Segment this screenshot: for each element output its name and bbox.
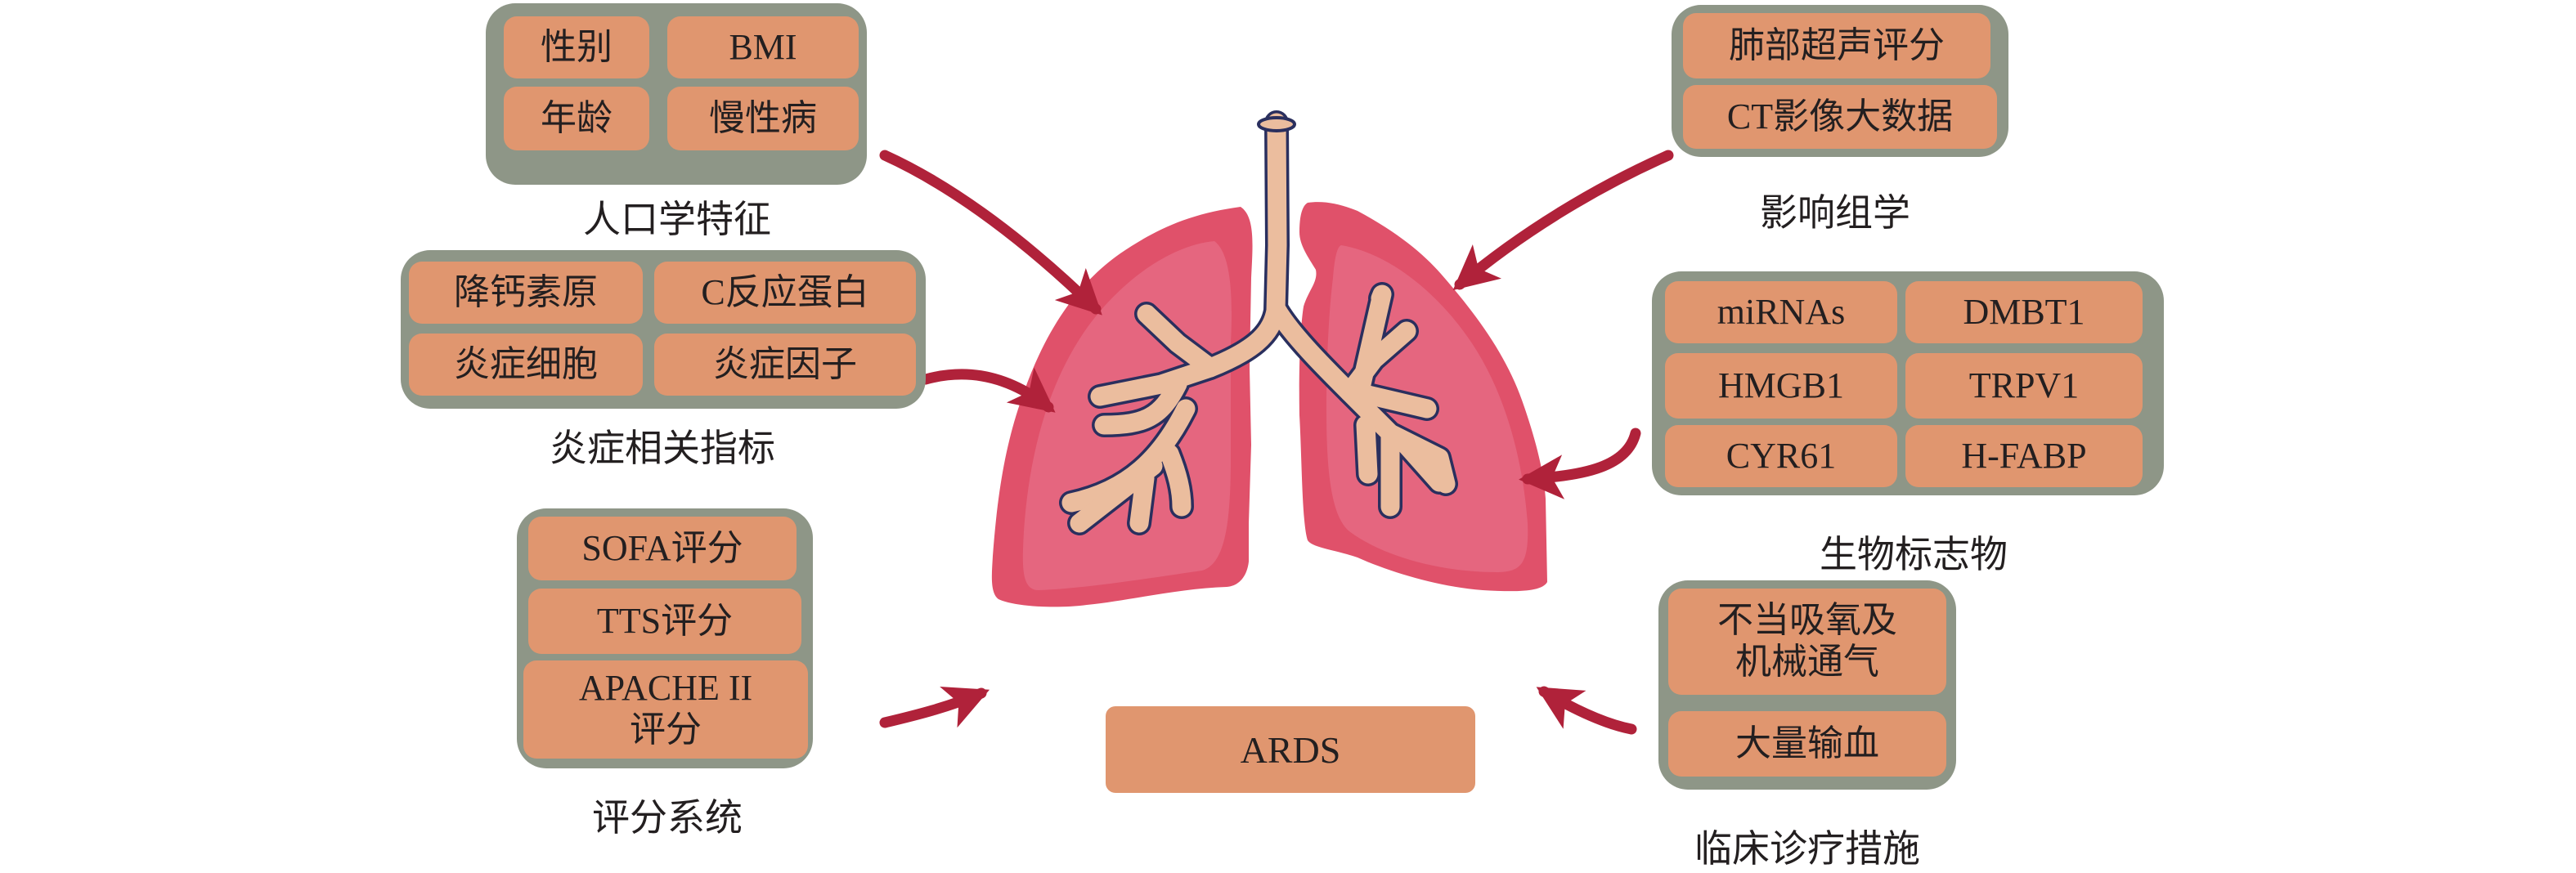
factor-cell: 大量输血 — [1668, 711, 1946, 777]
factor-cell: 肺部超声评分 — [1683, 13, 1990, 78]
factor-cell: CT影像大数据 — [1683, 85, 1997, 149]
factor-cell: 性别 — [504, 16, 649, 78]
factor-cell: 炎症细胞 — [409, 334, 643, 396]
demographics-title: 人口学特征 — [583, 199, 771, 240]
factor-cell: 慢性病 — [667, 87, 859, 150]
biomarkers-title: 生物标志物 — [1820, 534, 2008, 575]
arrow-scoring — [879, 686, 990, 728]
factor-cell: 炎症因子 — [654, 334, 916, 396]
factor-cell: miRNAs — [1665, 281, 1897, 343]
factor-cell: DMBT1 — [1905, 281, 2143, 343]
factor-cell: H-FABP — [1905, 425, 2143, 487]
factor-cell: 年龄 — [504, 87, 649, 150]
factor-cell: TRPV1 — [1905, 353, 2143, 419]
airway — [1061, 113, 1456, 533]
clinical-title: 临床诊疗措施 — [1694, 828, 1920, 870]
scoring-title: 评分系统 — [592, 797, 743, 839]
radiomics-title: 影响组学 — [1760, 192, 1910, 234]
arrow-inflammation — [920, 367, 1056, 413]
arrow-clinical — [1536, 686, 1637, 735]
factor-cell: 降钙素原 — [409, 262, 643, 324]
inflammation-title: 炎症相关指标 — [550, 428, 775, 469]
factor-cell: TTS评分 — [528, 589, 801, 654]
trachea-opening — [1257, 116, 1296, 132]
factor-cell: SOFA评分 — [528, 517, 797, 580]
factor-cell: APACHE II 评分 — [523, 660, 808, 759]
factor-cell: CYR61 — [1665, 425, 1897, 487]
arrow-radiomics — [1452, 150, 1674, 291]
arrow-demographics — [879, 150, 1102, 316]
factor-cell: C反应蛋白 — [654, 262, 916, 324]
factor-cell: 不当吸氧及机械通气 — [1668, 589, 1946, 695]
ards-label: ARDS — [1106, 706, 1475, 793]
factor-cell: HMGB1 — [1665, 353, 1897, 419]
arrow-biomarkers — [1519, 428, 1641, 499]
factor-cell: BMI — [667, 16, 859, 78]
